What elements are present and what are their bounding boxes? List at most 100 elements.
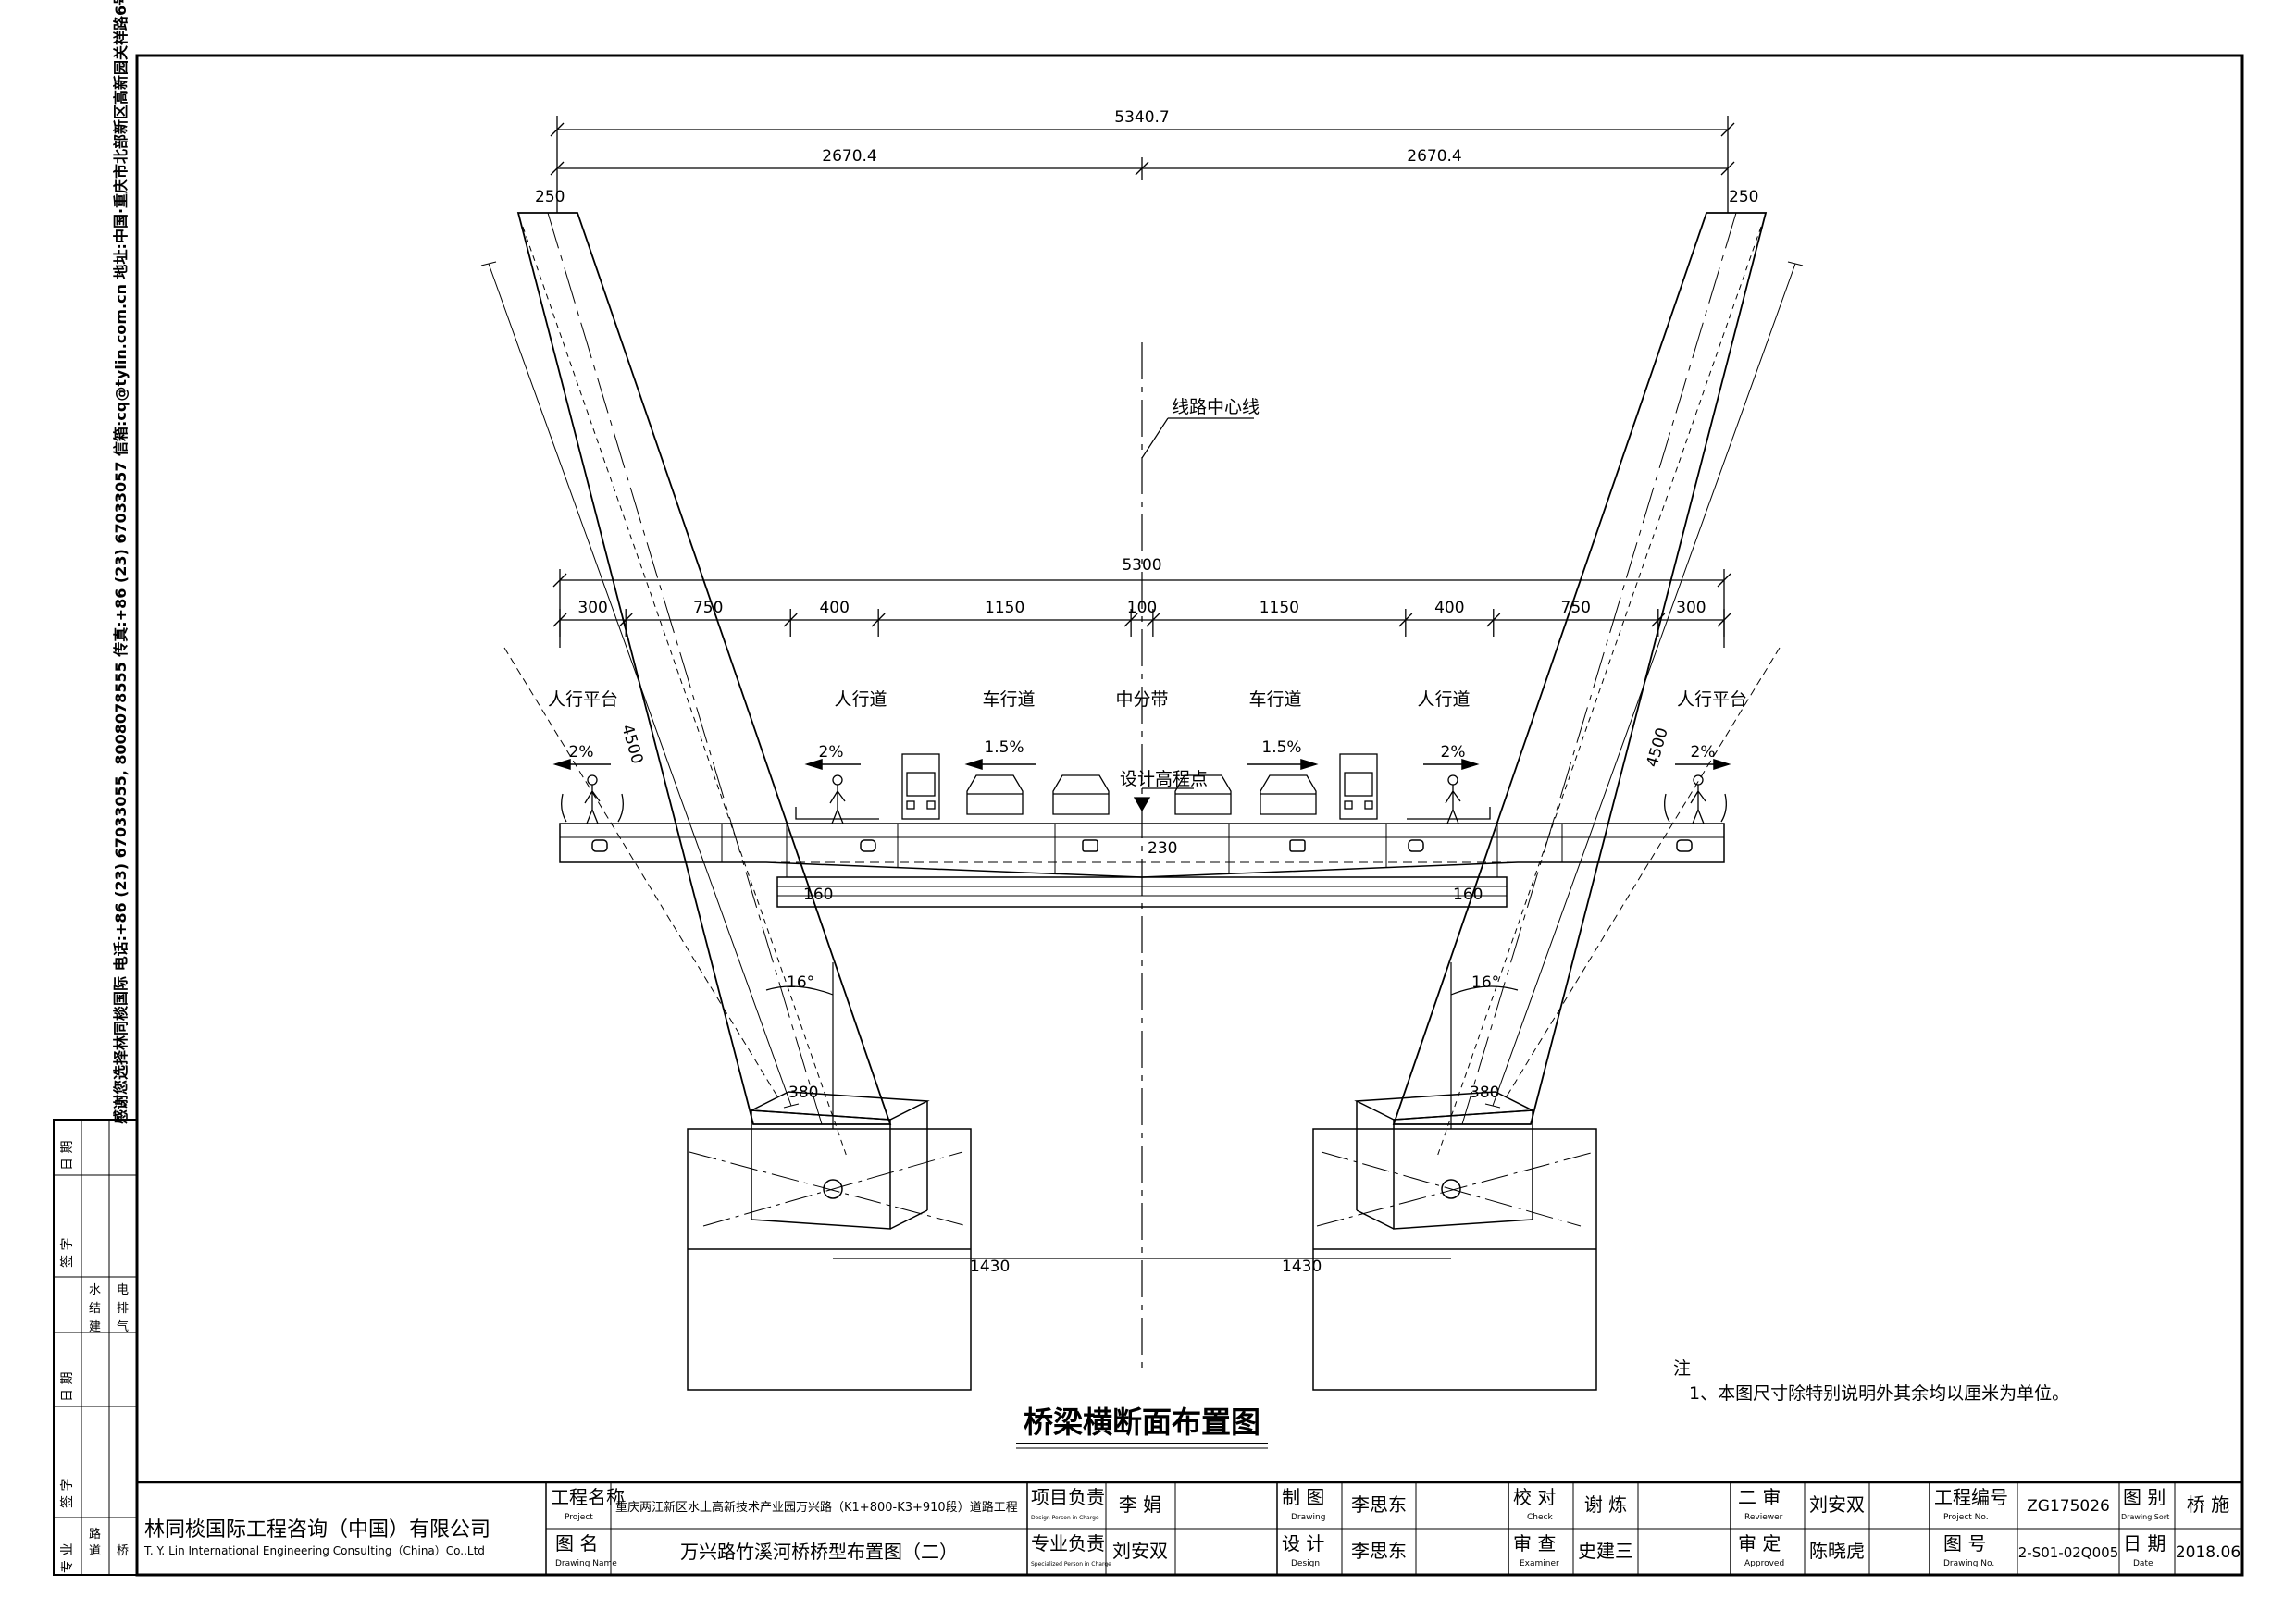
deck-segment-label: 300 bbox=[1676, 599, 1706, 617]
design-point-marker bbox=[1133, 787, 1194, 812]
project-lead-label-en: Design Person in Charge bbox=[1031, 1515, 1099, 1521]
project-name-label-en: Project bbox=[565, 1513, 593, 1522]
deck-dim-tick-mark bbox=[1717, 613, 1731, 627]
project-lead: 李 娟 bbox=[1119, 1493, 1161, 1516]
zone-label-ped-platform-left: 人行平台 bbox=[548, 689, 618, 710]
top-dimensions bbox=[550, 116, 1735, 213]
sign-date-label-2: 日 期 bbox=[60, 1372, 75, 1402]
drawing-frame bbox=[53, 54, 2244, 1577]
discipline-item-2: 结 bbox=[89, 1302, 101, 1316]
car-icon-2 bbox=[1052, 774, 1110, 815]
design-by: 李思东 bbox=[1351, 1540, 1407, 1562]
center-line bbox=[1141, 342, 1254, 1369]
discipline-item-4: 电 bbox=[117, 1283, 129, 1297]
project-no: ZG175026 bbox=[2027, 1497, 2110, 1516]
drawing-title: 桥梁横断面布置图 bbox=[1024, 1405, 1260, 1440]
dim-deck-total: 5300 bbox=[1122, 556, 1161, 575]
design-label-en: Design bbox=[1291, 1559, 1320, 1568]
deck-segment-label: 400 bbox=[1434, 599, 1464, 617]
pedestrian-icon-left-2 bbox=[829, 774, 846, 824]
drawing-sort: 桥 施 bbox=[2187, 1493, 2229, 1516]
discipline-item-7: 道 bbox=[89, 1544, 101, 1558]
discipline-item-9: 桥 bbox=[117, 1544, 129, 1558]
truck-icon-left bbox=[901, 753, 940, 820]
deck-dim-tick-mark bbox=[1486, 613, 1501, 627]
dim-top-right: 250 bbox=[1729, 188, 1758, 206]
dim-girder-left: 160 bbox=[803, 886, 833, 904]
deck-segment-label: 300 bbox=[577, 599, 607, 617]
dim-found-right: 1430 bbox=[1282, 1258, 1322, 1276]
company-name-cn: 林同棪国际工程咨询（中国）有限公司 bbox=[144, 1518, 490, 1542]
angle-right: 16° bbox=[1471, 973, 1499, 992]
sign-name-label: 签 字 bbox=[59, 1238, 75, 1268]
dim-strut-right: 4500 bbox=[1644, 725, 1672, 769]
project-lead-label: 项目负责 bbox=[1031, 1486, 1105, 1508]
dim-base-left: 380 bbox=[788, 1084, 818, 1102]
pedestrian-icon-right-1 bbox=[1445, 774, 1461, 824]
slope-right-carriageway: 1.5% bbox=[1261, 738, 1301, 757]
pedestrian-icon-left-1 bbox=[584, 774, 601, 824]
traffic-figures bbox=[561, 753, 1727, 824]
deck-segment-label: 1150 bbox=[1260, 599, 1299, 617]
drawing-name-label: 图 名 bbox=[555, 1532, 598, 1555]
zone-label-sidewalk-right: 人行道 bbox=[1417, 689, 1470, 710]
review-label-en: Reviewer bbox=[1744, 1513, 1783, 1522]
dim-strut-left: 4500 bbox=[617, 723, 646, 766]
check-by: 谢 炼 bbox=[1584, 1493, 1627, 1516]
slope-left-carriageway: 1.5% bbox=[984, 738, 1024, 757]
project-no-label: 工程编号 bbox=[1934, 1486, 2008, 1508]
review-label: 二 审 bbox=[1738, 1486, 1781, 1508]
dim-found-left: 1430 bbox=[970, 1258, 1010, 1276]
car-icon-3 bbox=[1174, 774, 1232, 815]
zone-label-ped-platform-right: 人行平台 bbox=[1677, 689, 1747, 710]
deck-dimension-chain bbox=[552, 569, 1731, 648]
drawing-name-label-en: Drawing Name bbox=[555, 1559, 617, 1568]
dim-half-left: 2670.4 bbox=[822, 147, 876, 166]
spec-lead: 刘安双 bbox=[1112, 1540, 1168, 1562]
deck-segment-label: 100 bbox=[1127, 599, 1157, 617]
car-icon-4 bbox=[1260, 774, 1317, 815]
drawing-date: 2018.06 bbox=[2176, 1543, 2240, 1562]
foundation-left bbox=[687, 1091, 1142, 1391]
strut-right bbox=[1392, 212, 1804, 1158]
exam-label-en: Examiner bbox=[1520, 1559, 1559, 1568]
deck-dim-tick-mark bbox=[1398, 613, 1413, 627]
check-label-en: Check bbox=[1527, 1513, 1553, 1522]
drawn-by: 李思东 bbox=[1351, 1493, 1407, 1516]
drawing-no: 2-S01-02Q005 bbox=[2018, 1544, 2119, 1561]
sign-date-label: 日 期 bbox=[60, 1141, 75, 1171]
address-text: 感谢您选择林同棪国际 电话:+86 (23) 67033055, 8008078… bbox=[112, 0, 130, 1124]
sign-columns: 日 期 签 字 日 期 签 字 专 业 建 结 水 电 排 气 道 路 桥 bbox=[59, 1141, 129, 1573]
slope-left-sidewalk: 2% bbox=[819, 743, 844, 762]
review-by: 刘安双 bbox=[1809, 1493, 1865, 1516]
dim-girder-right: 160 bbox=[1453, 886, 1483, 904]
sign-name-label-2: 签 字 bbox=[59, 1479, 75, 1508]
approve-label-en: Approved bbox=[1744, 1559, 1784, 1568]
sort-label-en: Drawing Sort bbox=[2121, 1513, 2169, 1521]
deck-dim-tick-mark bbox=[783, 613, 798, 627]
drawing-no-label-en: Drawing No. bbox=[1943, 1559, 1994, 1568]
discipline-item-6: 气 bbox=[117, 1319, 129, 1334]
date-label: 日 期 bbox=[2123, 1532, 2166, 1555]
design-point-label: 设计高程点 bbox=[1120, 769, 1208, 789]
dim-depth: 230 bbox=[1148, 839, 1177, 858]
date-label-en: Date bbox=[2133, 1559, 2153, 1568]
dim-top-left: 250 bbox=[535, 188, 565, 206]
dim-base-right: 380 bbox=[1470, 1084, 1499, 1102]
design-label: 设 计 bbox=[1282, 1532, 1324, 1555]
title-block bbox=[135, 1481, 2244, 1577]
angle-left: 16° bbox=[787, 973, 814, 992]
discipline-label: 专 业 bbox=[60, 1543, 75, 1573]
drawing-name: 万兴路竹溪河桥桥型布置图（二） bbox=[680, 1541, 958, 1563]
zone-label-median: 中分带 bbox=[1115, 689, 1168, 710]
centerline-label: 线路中心线 bbox=[1172, 397, 1260, 417]
slope-right-sidewalk: 2% bbox=[1441, 743, 1466, 762]
zone-label-carriageway-left: 车行道 bbox=[982, 689, 1035, 710]
discipline-item-3: 水 bbox=[89, 1283, 101, 1297]
pedestrian-icon-right-2 bbox=[1690, 774, 1706, 824]
truck-icon-right bbox=[1339, 753, 1378, 820]
discipline-item-5: 排 bbox=[117, 1302, 129, 1316]
deck-dim-tick-mark bbox=[1146, 613, 1160, 627]
project-no-label-en: Project No. bbox=[1943, 1513, 1989, 1522]
